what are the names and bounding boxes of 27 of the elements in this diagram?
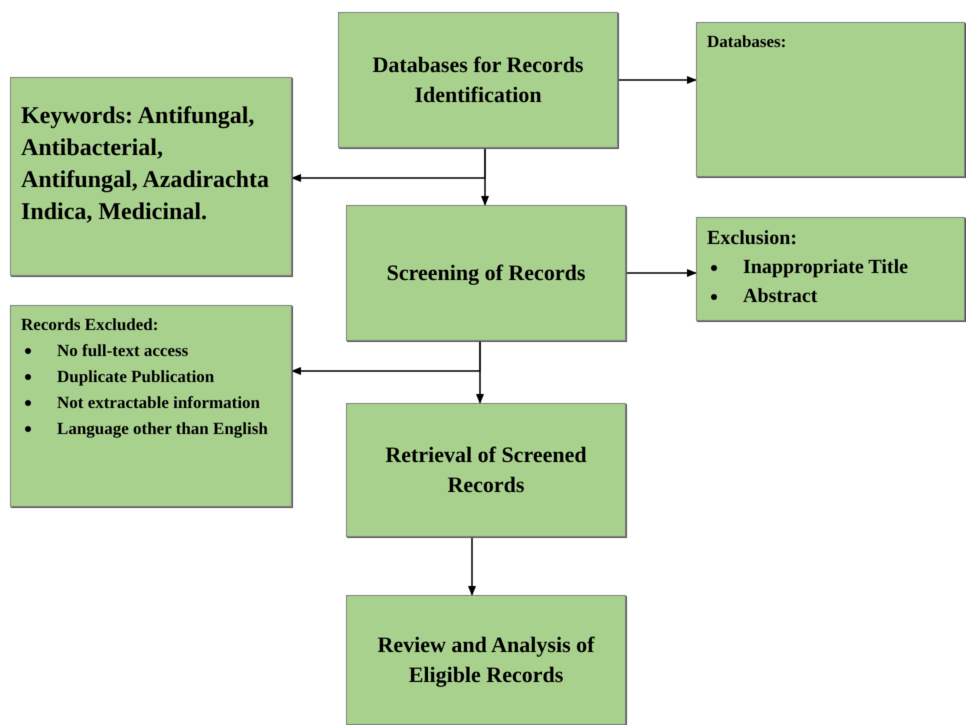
arrow [481,148,489,206]
list-heading: Exclusion: [707,226,798,251]
list-heading: Databases: [707,31,788,53]
process-box [696,217,965,321]
process-box [338,12,618,148]
box-text: Screening of Records [386,259,586,287]
box-text: Keywords: Antifungal, Antibacterial, Antifungal, Azadirachta Indica, Medicinal. [21,103,270,225]
box-text: Review and Analysis of Eligible Records [376,631,596,689]
arrow [468,537,476,596]
process-box [10,305,292,507]
arrow [476,341,484,404]
list-heading: Records Excluded: [21,314,160,336]
box-text: Retrieval of Screened Records [384,441,588,499]
box-text: Databases for Records Identification [371,51,584,109]
list-item: Inappropriate Title [743,255,908,280]
process-box [696,22,965,177]
arrow [626,269,697,277]
process-box [346,595,626,725]
list-item: Abstract [743,284,818,309]
list-item: No full-text access [57,340,188,362]
process-box [346,205,626,341]
process-box [346,403,626,537]
arrow [618,76,697,84]
list-item: Language other than English [57,418,268,440]
list-item: Not extractable information [57,392,260,414]
list-item: Duplicate Publication [57,366,214,388]
process-box [10,77,292,276]
